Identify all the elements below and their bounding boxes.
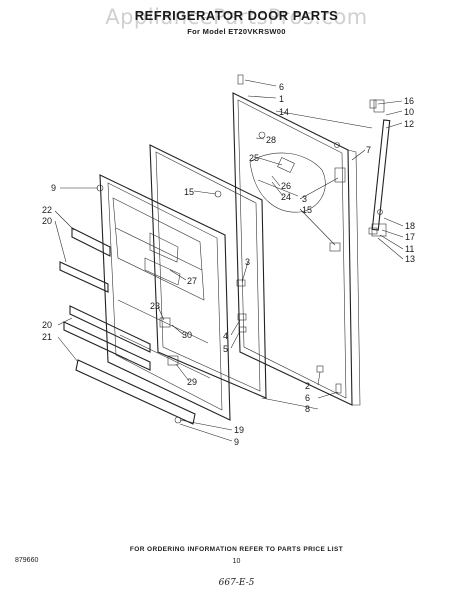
door-liner [99,174,231,421]
callout: 7 [366,145,371,155]
callout: 19 [234,425,244,435]
page-number: 10 [232,558,241,565]
callout: 21 [42,332,52,342]
callout: 11 [405,244,414,254]
callout: 14 [279,107,289,117]
callout: 9 [234,437,239,447]
model-subtitle: For Model ET20VKRSW00 [187,27,286,36]
callout: 22 [42,205,52,215]
callout: 1 [279,94,284,104]
callout: 15 [302,205,312,215]
callout-labels: 6 1 14 16 10 12 28 7 25 26 24 3 15 9 15 … [42,82,415,447]
callout: 30 [182,330,192,340]
callout: 16 [404,96,414,106]
callout: 18 [405,221,415,231]
callout: 15 [184,187,194,197]
callout: 5 [223,344,228,354]
watermark-text: AppliancePartsPros.com [105,5,368,29]
callout: 17 [405,232,415,242]
callout: 23 [150,301,160,311]
callout: 26 [281,181,291,191]
callout: 25 [249,153,259,163]
callout: 28 [266,135,276,145]
callout: 24 [281,192,291,202]
document-number: 879660 [15,557,39,564]
page-title: REFRIGERATOR DOOR PARTS [134,8,339,23]
callout: 27 [187,276,197,286]
small-parts [96,74,383,424]
handwritten-code: 667-E-5 [218,578,255,588]
callout: 8 [305,404,310,414]
callout: 6 [279,82,284,92]
outer-door-panel [232,92,361,406]
door-handle [371,99,391,237]
callout: 20 [42,320,52,330]
ordering-note: FOR ORDERING INFORMATION REFER TO PARTS … [129,546,344,553]
callout: 29 [187,377,197,387]
callout: 12 [404,119,414,129]
callout: 2 [305,381,310,391]
callout: 6 [305,393,310,403]
callout: 9 [51,183,56,193]
callout: 3 [245,257,250,267]
callout: 10 [404,107,414,117]
door-gasket [149,144,267,399]
leader-lines [54,79,404,442]
door-shelves [59,227,196,425]
callout: 3 [302,194,307,204]
callout: 20 [42,216,52,226]
callout: 13 [405,254,415,264]
callout: 4 [223,331,228,341]
